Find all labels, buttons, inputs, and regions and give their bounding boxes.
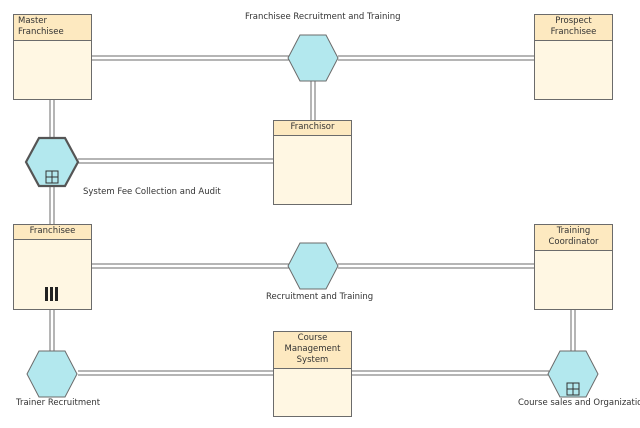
hexagon-system-fee[interactable] xyxy=(24,136,80,188)
hexagon-franchisee-recruitment[interactable] xyxy=(287,34,339,82)
connector-recruitment-hex-to-franchisor xyxy=(310,80,316,120)
connector-training-hex-to-coordinator xyxy=(338,263,534,269)
role-franchisee[interactable]: Franchisee xyxy=(13,224,92,310)
connector-master-to-recruitment-hex xyxy=(92,55,290,61)
connectors xyxy=(49,55,576,376)
role-franchisor[interactable]: Franchisor xyxy=(273,120,352,205)
process-label-trainer-recruitment: Trainer Recruitment xyxy=(16,398,101,408)
connector-master-to-fee-hex xyxy=(49,100,55,140)
connector-fee-hex-to-franchisee xyxy=(49,186,55,224)
role-label-line: System xyxy=(296,355,329,365)
process-label-course-sales: Course sales and Organization xyxy=(518,398,640,408)
process-label-system-fee: System Fee Collection and Audit xyxy=(83,187,221,197)
connector-coordinator-to-sales-hex xyxy=(570,310,576,352)
diagram-title: Franchisee Recruitment and Training xyxy=(245,12,401,22)
connector-franchisee-to-training-hex xyxy=(92,263,290,269)
hexagons xyxy=(24,34,599,398)
connector-cms-to-sales-hex xyxy=(352,370,549,376)
role-label: Master Franchisee xyxy=(14,15,91,41)
role-course-management-system[interactable]: Course Management System xyxy=(273,331,352,417)
connector-trainer-hex-to-cms xyxy=(78,370,273,376)
role-label: Course Management System xyxy=(274,332,351,369)
role-training-coordinator[interactable]: Training Coordinator xyxy=(534,224,613,310)
subprocess-icon xyxy=(566,382,580,396)
hexagon-trainer-recruitment[interactable] xyxy=(26,350,78,398)
role-master-franchisee[interactable]: Master Franchisee xyxy=(13,14,92,100)
hexagon-course-sales[interactable] xyxy=(547,350,599,398)
subprocess-icon xyxy=(45,170,59,184)
role-label: Franchisor xyxy=(274,121,351,136)
multi-instance-icon xyxy=(45,287,59,301)
role-label: Franchisee xyxy=(14,225,91,240)
role-label: Training Coordinator xyxy=(535,225,612,251)
hexagon-recruitment-and-training[interactable] xyxy=(287,242,339,290)
connector-fee-hex-to-franchisor xyxy=(78,158,273,164)
process-label-recruitment-training: Recruitment and Training xyxy=(266,292,374,302)
connector-franchisee-to-trainer-hex xyxy=(49,310,55,352)
role-label-line: Course Management xyxy=(284,333,341,354)
role-prospect-franchisee[interactable]: Prospect Franchisee xyxy=(534,14,613,100)
connector-recruitment-hex-to-prospect xyxy=(338,55,534,61)
role-label: Prospect Franchisee xyxy=(535,15,612,41)
